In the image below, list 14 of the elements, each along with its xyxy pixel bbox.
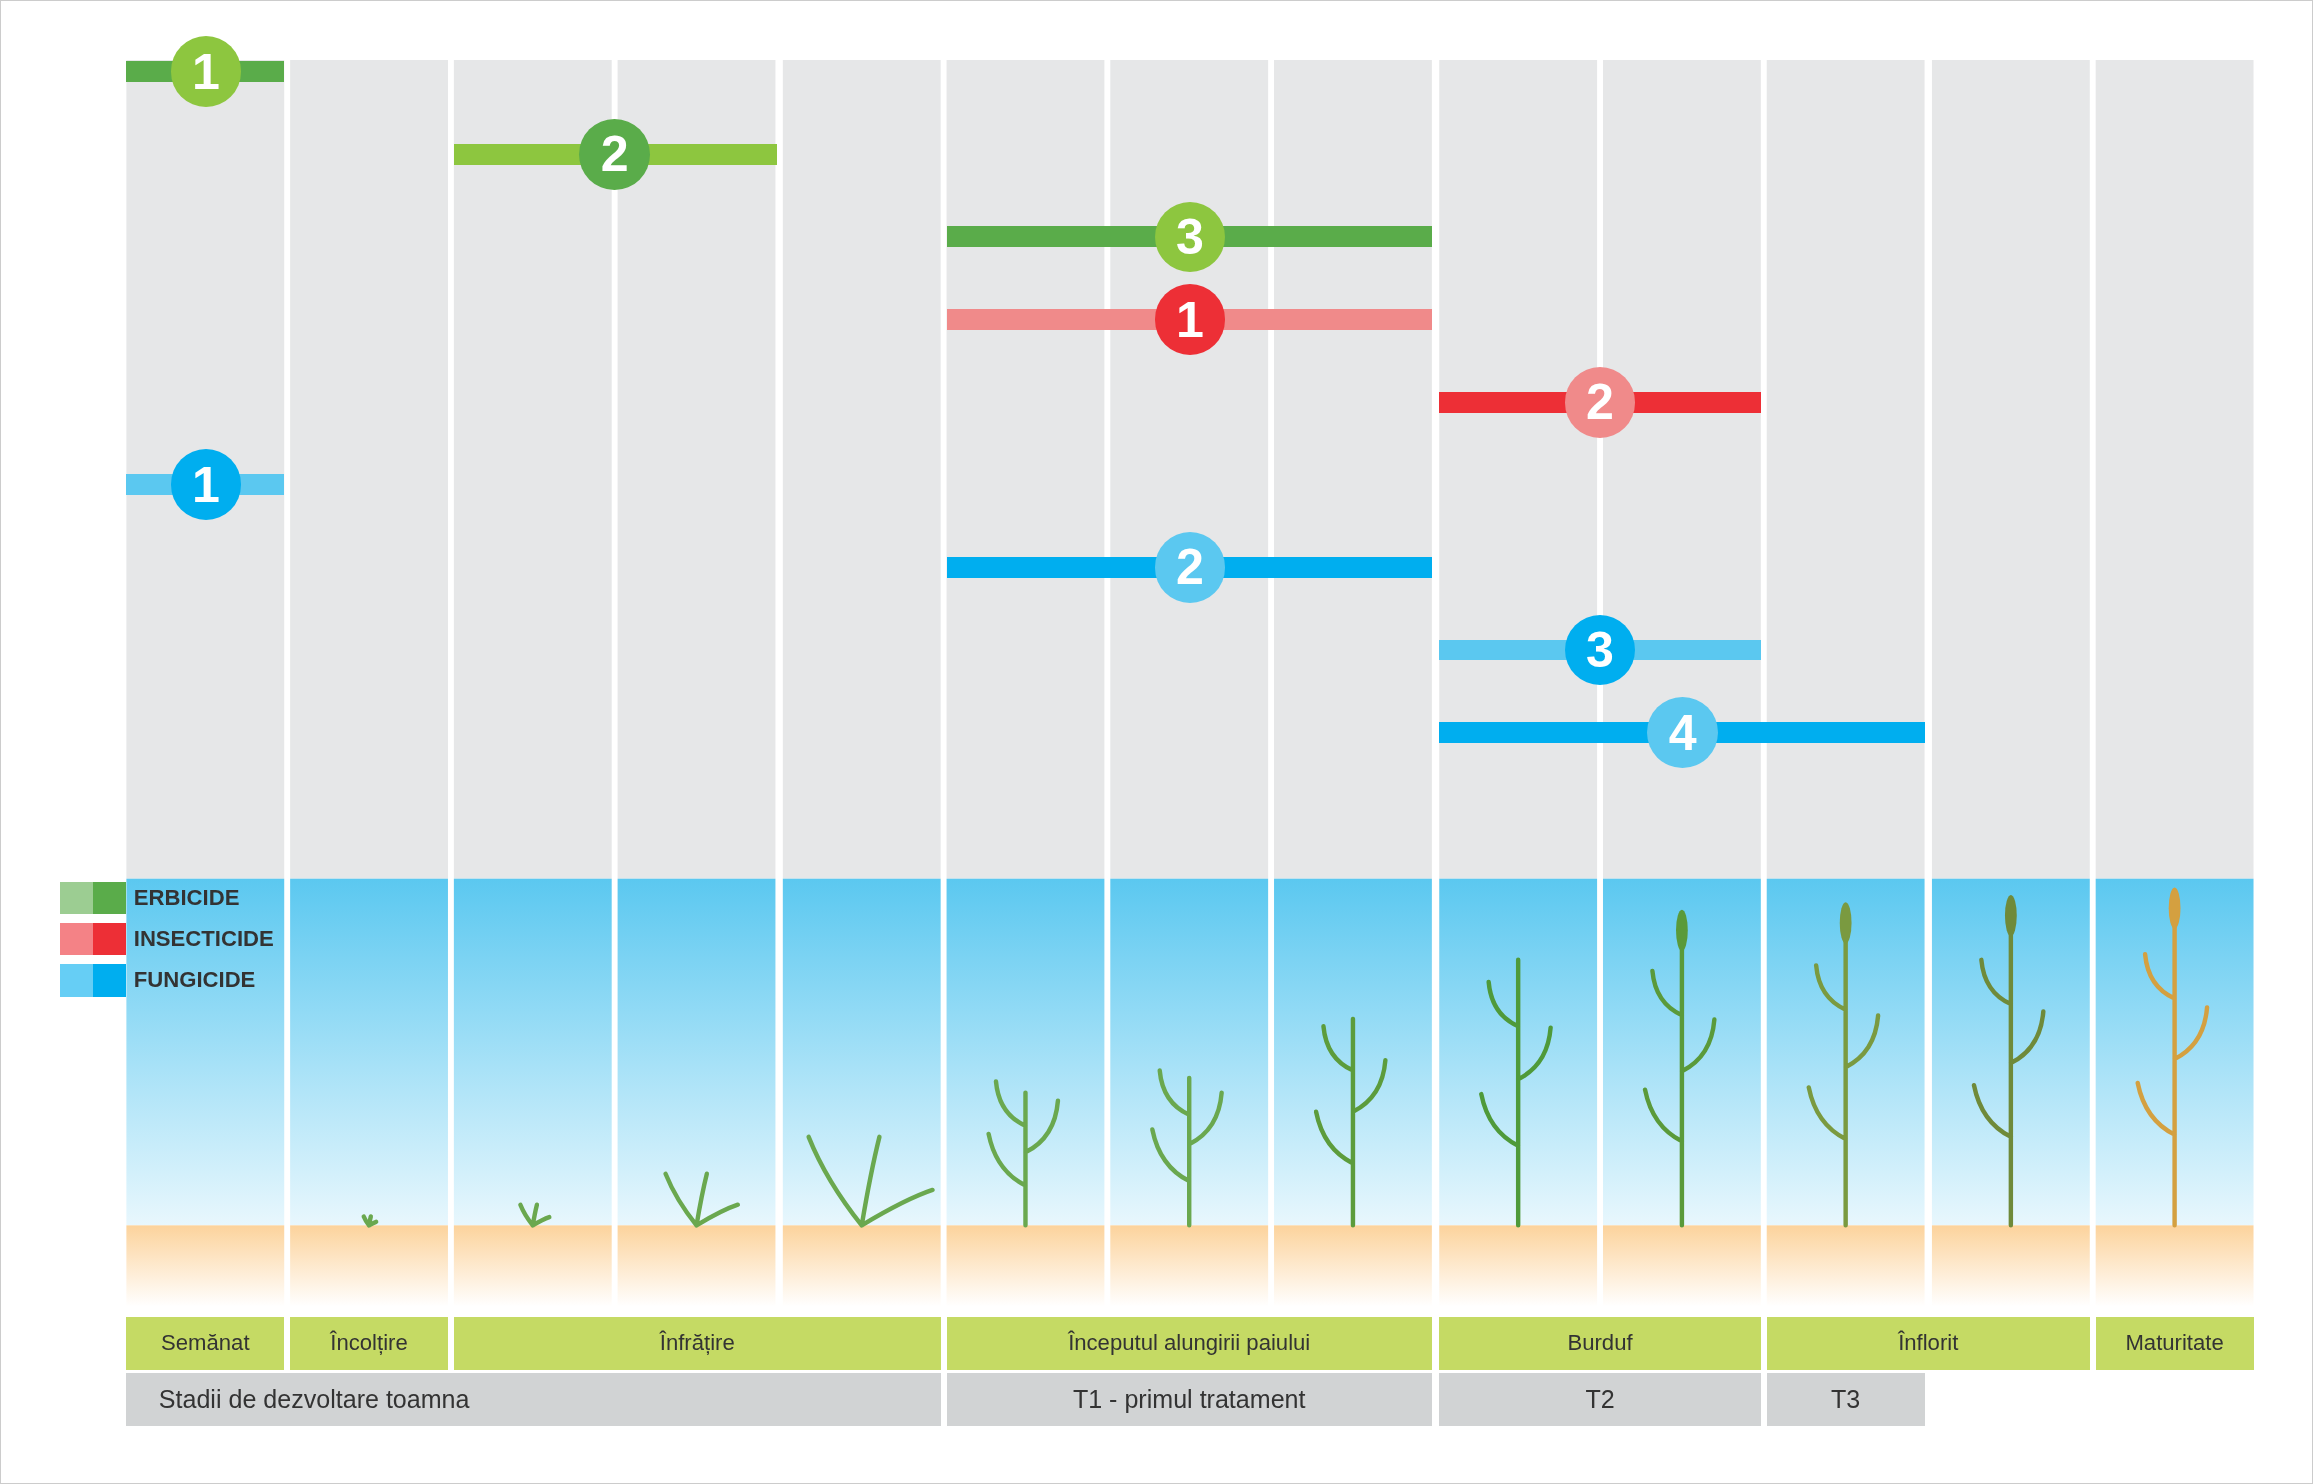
period-band: T1 - primul tratament — [946, 1372, 1432, 1426]
legend-label: ERBICIDE — [133, 883, 240, 912]
stage-label: Semănat — [126, 1316, 285, 1370]
stage-label: Începutul alungirii paiului — [946, 1316, 1432, 1370]
legend-label: INSECTICIDE — [133, 924, 274, 953]
stage-label: Încolțire — [290, 1316, 448, 1370]
period-band: T3 — [1766, 1372, 1925, 1426]
stage-label: Înflorit — [1766, 1316, 2090, 1370]
legend-label: FUNGICIDE — [133, 966, 256, 995]
period-band: T2 — [1439, 1372, 1761, 1426]
stage-label: Înfrățire — [453, 1316, 941, 1370]
period-band: Stadii de dezvoltare toamna — [126, 1372, 941, 1426]
stage-label: Maturitate — [2095, 1316, 2254, 1370]
stage-label: Burduf — [1439, 1316, 1761, 1370]
